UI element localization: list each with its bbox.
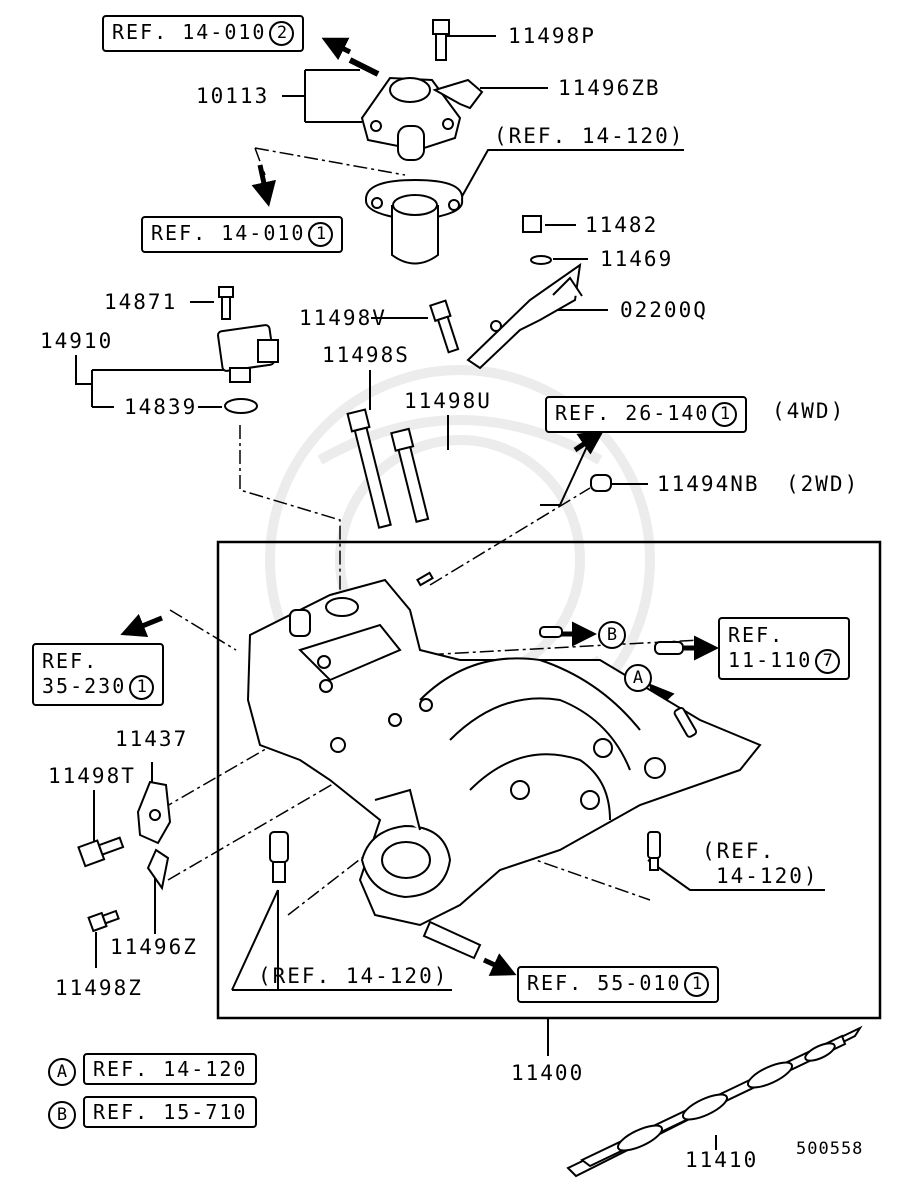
part-10113: 10113 (196, 84, 270, 108)
note-ref-14-120-right-2: 14-120) (716, 864, 819, 888)
legend-ref-a[interactable]: REF. 14-120 (83, 1053, 258, 1085)
ref-text: REF. 14-120 (93, 1057, 248, 1081)
ref-text: REF. 55-010 (527, 971, 682, 995)
part-02200Q: 02200Q (620, 298, 708, 322)
part-11437: 11437 (115, 727, 189, 751)
part-11494NB: 11494NB (657, 472, 760, 496)
part-14839: 14839 (124, 395, 198, 419)
map-sensor (216, 286, 279, 414)
part-11400: 11400 (511, 1061, 585, 1085)
ref-text-line2: 11-110 (728, 648, 813, 672)
part-11498S: 11498S (322, 343, 410, 367)
temp-sensor-right (647, 831, 661, 871)
ref-circle-number: 1 (684, 972, 710, 997)
part-11498Z: 11498Z (55, 976, 143, 1000)
legend-marker-b: B (48, 1101, 76, 1129)
ref-text: REF. 14-010 (151, 221, 306, 245)
diagram-id: 500558 (796, 1139, 864, 1159)
ref-circle-number: 7 (815, 649, 841, 674)
part-11482: 11482 (585, 213, 659, 237)
note-4wd: (4WD) (772, 399, 846, 423)
note-ref-14-120-right-1: (REF. (702, 839, 776, 863)
part-14910: 14910 (40, 329, 114, 353)
part-11498V: 11498V (299, 306, 387, 330)
ref-text: REF. 26-140 (555, 401, 710, 425)
part-11469: 11469 (600, 247, 674, 271)
ref-text-line1: REF. (42, 649, 99, 673)
note-2wd: (2WD) (786, 472, 860, 496)
part-11498P: 11498P (508, 24, 596, 48)
ref-circle-number: 1 (129, 675, 155, 700)
ref-text: REF. 14-010 (112, 20, 267, 44)
part-11410: 11410 (685, 1148, 759, 1172)
legend-ref-b[interactable]: REF. 15-710 (83, 1096, 258, 1128)
part-11498T: 11498T (48, 764, 136, 788)
intake-manifold (246, 578, 762, 927)
ref-circle-number: 2 (269, 21, 295, 46)
ref-circle-number: 1 (712, 402, 738, 427)
ref-text-line2: 35-230 (42, 674, 127, 698)
legend-marker-a: A (48, 1058, 76, 1086)
ref-text-line1: REF. (728, 623, 785, 647)
part-14871: 14871 (104, 290, 178, 314)
thermostat-housing (348, 57, 462, 161)
part-11496ZB: 11496ZB (558, 76, 661, 100)
manifold-gasket (566, 1025, 863, 1178)
note-ref-14-120-bottom: (REF. 14-120) (258, 964, 449, 988)
temp-sensor-left (269, 831, 289, 883)
part-11496Z: 11496Z (110, 935, 198, 959)
ref-text: REF. 15-710 (93, 1100, 248, 1124)
ref-circle-number: 1 (308, 222, 334, 247)
note-ref-14-120-top: (REF. 14-120) (494, 124, 685, 148)
part-11498U: 11498U (404, 389, 492, 413)
thermostat (364, 178, 464, 265)
marker-a[interactable]: A (624, 664, 652, 692)
marker-b[interactable]: B (598, 621, 626, 649)
